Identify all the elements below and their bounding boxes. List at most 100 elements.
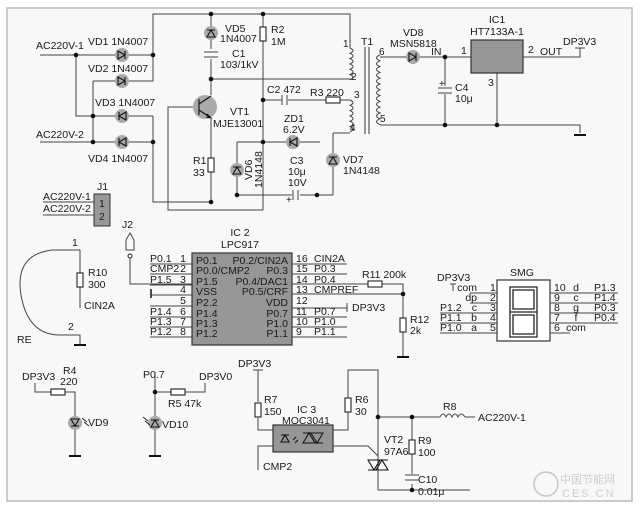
resistor-r9-icon bbox=[408, 439, 416, 455]
resistor-r2-icon bbox=[259, 26, 267, 42]
net-dp3v3-triac: DP3V3 bbox=[238, 358, 271, 370]
ic2-pin-number: 7 bbox=[180, 316, 186, 328]
ic2-pin-number: 9 bbox=[296, 326, 302, 338]
net-dp3v3-led: DP3V3 bbox=[22, 371, 55, 383]
smg-pin-net: P1.2 bbox=[440, 302, 462, 314]
ic2-pin-name: P2.2 bbox=[196, 297, 218, 309]
vd8-part: MSN5818 bbox=[390, 38, 437, 50]
c4-polarity: + bbox=[439, 79, 445, 90]
optocoupler-ic3-icon bbox=[272, 424, 334, 453]
r10-value: 300 bbox=[88, 279, 106, 291]
ic2-chip bbox=[191, 252, 293, 346]
smg-pin-number: 4 bbox=[490, 312, 496, 324]
smg-segment: d bbox=[573, 282, 579, 294]
inductor-r8-icon bbox=[439, 413, 466, 419]
vd8-label: VD8 bbox=[403, 27, 424, 39]
resistor-r7-icon bbox=[254, 402, 262, 418]
r3-label: R3 220 bbox=[310, 87, 344, 99]
r2-label: R2 bbox=[271, 24, 285, 36]
ic2-pin-number: 2 bbox=[180, 263, 186, 275]
smg-pin-net: P1.3 bbox=[594, 282, 616, 294]
vd7-label: VD7 bbox=[343, 154, 364, 166]
j1-net2: AC220V-2 bbox=[43, 203, 91, 215]
smg-segment: f bbox=[575, 312, 578, 324]
diode-vd1-icon bbox=[114, 47, 130, 63]
resistor-r1-icon bbox=[207, 157, 215, 173]
smg-pin-net: P0.4 bbox=[594, 312, 616, 324]
smg-segment: g bbox=[573, 302, 579, 314]
re-label: RE bbox=[17, 334, 32, 346]
t1-pin4: 4 bbox=[350, 123, 356, 134]
smg-pin-number: 2 bbox=[490, 292, 496, 304]
ic3-part: MOC3041 bbox=[282, 415, 330, 427]
t1-label: T1 bbox=[361, 36, 373, 48]
r12-value: 2k bbox=[410, 325, 422, 337]
c4-value: 10μ bbox=[455, 93, 473, 105]
r7-label: R7 bbox=[264, 394, 278, 406]
net-dp3v3-vdd: DP3V3 bbox=[352, 302, 385, 314]
diode-vd8-icon bbox=[405, 49, 421, 65]
capacitor-c10-icon bbox=[405, 474, 419, 481]
r4-label: R4 bbox=[63, 365, 77, 377]
power-supply-section: AC220V-1 AC220V-2 VD1 1N4007 VD2 1N4007 … bbox=[36, 11, 596, 211]
ic2-pin-name: VDD bbox=[266, 297, 289, 309]
vd5-label: VD5 bbox=[225, 23, 246, 35]
ic1-part: HT7133A-1 bbox=[470, 26, 524, 38]
diode-vd7-icon bbox=[325, 152, 341, 168]
c2-label: C2 472 bbox=[267, 84, 301, 96]
triac-vt2-icon bbox=[367, 458, 389, 472]
ic1-pin1: 1 bbox=[461, 45, 467, 57]
r9-label: R9 bbox=[418, 435, 432, 447]
ic2-part: LPC917 bbox=[221, 239, 259, 251]
diode-vd2-icon bbox=[114, 73, 130, 89]
ic1-label: IC1 bbox=[489, 14, 506, 26]
ic1-pin3: 3 bbox=[488, 77, 494, 89]
smg-label: SMG bbox=[510, 267, 534, 279]
vd2-label: VD2 1N4007 bbox=[88, 63, 148, 75]
smg-segment: b bbox=[471, 312, 477, 324]
vt1-label: VT1 bbox=[230, 106, 249, 118]
net-ac220v-1-load: AC220V-1 bbox=[478, 412, 526, 424]
vt2-label: VT2 bbox=[384, 434, 403, 446]
ic2-pin-name: P1.4 bbox=[196, 308, 218, 320]
zener-zd1-icon bbox=[285, 134, 301, 150]
j2-label: J2 bbox=[122, 219, 133, 231]
capacitor-c3-icon bbox=[292, 190, 300, 200]
c10-value: 0.01μ bbox=[418, 486, 445, 498]
ic2-pin-number: 1 bbox=[180, 253, 186, 265]
ic2-pin-name: VSS bbox=[196, 286, 217, 298]
ic2-pin-number: 12 bbox=[296, 295, 308, 307]
zd1-label: ZD1 bbox=[284, 113, 304, 125]
ic1-pin2: 2 bbox=[528, 44, 534, 56]
smg-pin-number: 1 bbox=[490, 282, 496, 294]
watermark-cn: 中国节能网 bbox=[560, 472, 615, 486]
resistor-r5-icon bbox=[170, 388, 186, 396]
smg-segment: com bbox=[457, 282, 477, 294]
sensor-re: 1 2 RE R10 300 CIN2A bbox=[17, 237, 115, 346]
net-dp3v3-smg: DP3V3 bbox=[437, 272, 470, 284]
net-p0.7: P0.7 bbox=[143, 369, 165, 381]
smg-segment: c bbox=[472, 302, 477, 314]
r11-label: R11 200k bbox=[362, 269, 407, 281]
ic2-label: IC 2 bbox=[230, 227, 249, 239]
re-pin2: 2 bbox=[68, 321, 74, 333]
vd1-label: VD1 1N4007 bbox=[88, 36, 148, 48]
j1-label: J1 bbox=[97, 181, 108, 193]
r1-label: R1 bbox=[193, 155, 207, 167]
vd6-label: VD6 bbox=[243, 159, 255, 180]
smg-pin-net: P1.4 bbox=[594, 292, 616, 304]
r8-label: R8 bbox=[443, 401, 457, 413]
watermark-en: CES.CN bbox=[562, 488, 616, 500]
ic2-pin-name: P0.7 bbox=[266, 308, 288, 320]
smg-segment: com bbox=[566, 322, 586, 334]
net-ac220v-1: AC220V-1 bbox=[36, 40, 84, 52]
t1-pin5: 5 bbox=[380, 114, 386, 125]
r6-value: 30 bbox=[355, 406, 367, 418]
led-section: DP3V3 R4 220 VD9 P0.7 DP3V0 R5 47k VD10 bbox=[22, 365, 232, 457]
diode-vd3-icon bbox=[114, 108, 130, 124]
net-dp3v0: DP3V0 bbox=[199, 371, 232, 383]
j1-net1: AC220V-1 bbox=[43, 191, 91, 203]
watermark: 中国节能网 CES.CN bbox=[533, 471, 616, 500]
